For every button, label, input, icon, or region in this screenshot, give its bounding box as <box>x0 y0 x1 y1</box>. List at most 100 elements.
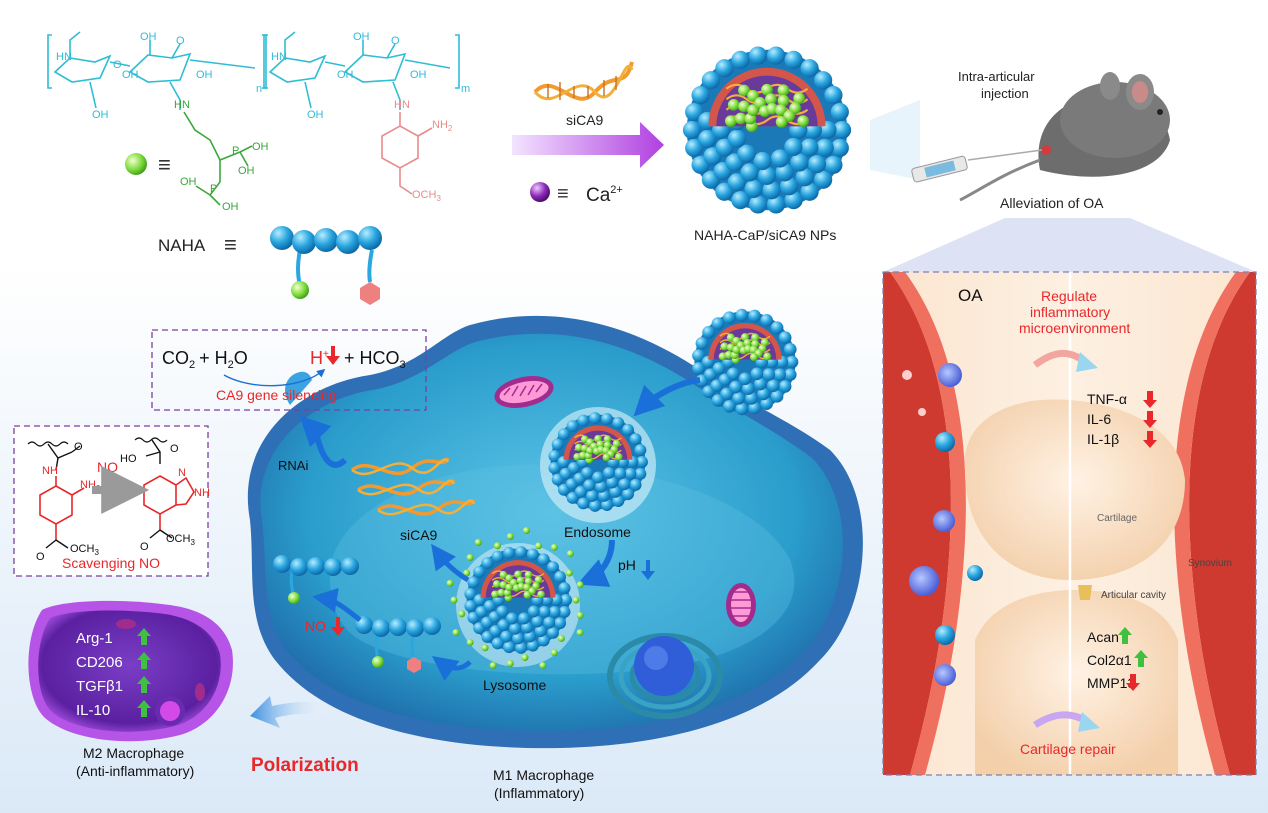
naha-polymer-structure: HN OH OH O OH O OH n HN OH OH OH O OH m … <box>47 31 470 213</box>
nanoparticle-label: NAHA-CaP/siCA9 NPs <box>694 227 836 243</box>
scav-o-1: O <box>74 441 83 453</box>
chem-oh-11: OH <box>222 201 239 213</box>
cartilage-marker-1: Col2α1 <box>1087 652 1132 668</box>
chem-oh-9: OH <box>252 141 269 153</box>
sirna-release-arrow <box>431 543 470 583</box>
injection-label-2: injection <box>981 86 1029 101</box>
scav-och3-1: OCH3 <box>70 543 99 557</box>
chem-oh-5: OH <box>337 69 354 81</box>
uptake-arrow <box>633 377 701 417</box>
m2-macrophage-cell <box>28 600 233 742</box>
polarization-arrow <box>250 696 330 728</box>
m1-label-2: (Inflammatory) <box>494 785 584 801</box>
naha-label: NAHA <box>158 236 206 255</box>
cytokine-list: TNF-αIL-6IL-1β <box>1087 391 1157 448</box>
sica9-cell-label: siCA9 <box>400 527 438 543</box>
cytokine-0: TNF-α <box>1087 391 1127 407</box>
sica9-strands-cell <box>350 456 476 516</box>
hplus-down-arrow <box>326 346 340 365</box>
scav-och3-2: OCH3 <box>166 533 195 547</box>
regulate-line-2: inflammatory <box>1030 304 1110 320</box>
regulate-line-1: Regulate <box>1041 288 1097 304</box>
rnai-label: RNAi <box>278 458 308 473</box>
hco3-label: + HCO3 <box>344 348 406 371</box>
ph-down-arrow <box>641 560 655 580</box>
chem-hn-2: HN <box>271 51 287 63</box>
chem-oh-2: OH <box>92 109 109 121</box>
chem-o-2: O <box>176 35 185 47</box>
endosome-nanoparticle <box>548 412 648 512</box>
lysosome-nanoparticle <box>464 546 572 654</box>
chem-oh-10: OH <box>238 165 255 177</box>
nanoparticle-illustration <box>682 46 852 214</box>
scav-o-4: O <box>140 541 149 553</box>
rnai-arrow <box>299 415 348 468</box>
endosome-label: Endosome <box>564 524 631 540</box>
hplus-label: H+ <box>310 348 329 368</box>
calcium-legend-icon <box>530 182 550 202</box>
scav-no-label: NO <box>97 459 118 475</box>
cartilage-marker-2: MMP13 <box>1087 675 1135 691</box>
articular-cavity-label: Articular cavity <box>1101 590 1166 601</box>
chem-p-1: P <box>232 145 239 157</box>
no-down-arrow <box>331 617 345 636</box>
chem-m-subscript: m <box>461 83 470 95</box>
m2-label-2: (Anti-inflammatory) <box>76 763 194 779</box>
equiv-symbol-1: ≡ <box>158 152 171 177</box>
scav-o-2: O <box>36 551 45 563</box>
ca9-silencing-label: CA9 gene silencing <box>216 387 337 403</box>
chem-oh-6: OH <box>307 109 324 121</box>
joint-panel-frame <box>882 271 1257 776</box>
m1-macrophage-cell <box>247 315 863 749</box>
cartilage-label: Cartilage <box>1097 513 1137 524</box>
mitochondrion-2 <box>726 583 756 627</box>
incoming-nanoparticle <box>692 308 799 416</box>
chem-och3: OCH3 <box>412 189 441 203</box>
reaction-arrow <box>223 368 326 387</box>
synovium-label: Synovium <box>1188 558 1232 569</box>
chem-oh-3: OH <box>140 31 157 43</box>
m2-marker-2: TGFβ1 <box>76 678 123 695</box>
chem-p-2: P <box>210 183 217 195</box>
endosome-to-lysosome-arrow <box>576 539 615 587</box>
equiv-symbol-2: ≡ <box>224 232 237 257</box>
oa-label: OA <box>958 286 983 305</box>
mitochondrion-1 <box>494 376 554 408</box>
cartilage-marker-0: Acan <box>1087 629 1119 645</box>
cytokine-2: IL-1β <box>1087 431 1119 447</box>
chem-n-subscript: n <box>256 83 262 95</box>
cytokine-1: IL-6 <box>1087 411 1111 427</box>
scav-ho: HO <box>120 453 137 465</box>
chem-hn-1: HN <box>56 51 72 63</box>
chem-oh-7: OH <box>353 31 370 43</box>
reaction-equation: CO2+ H2O <box>162 348 248 371</box>
chem-hn-3: HN <box>174 99 190 111</box>
naha-bead-chain-icon <box>270 226 382 305</box>
calcium-label: Ca2+ <box>586 184 623 206</box>
polarization-label: Polarization <box>251 755 359 776</box>
chem-oh-4: OH <box>196 69 213 81</box>
scav-n-1: N <box>178 467 186 479</box>
chem-oh-1: OH <box>122 69 139 81</box>
m1-label-1: M1 Macrophage <box>493 767 594 783</box>
scav-hn: NH <box>42 465 58 477</box>
m2-marker-3: IL-10 <box>76 702 110 719</box>
lysosome-released-beads <box>446 527 584 669</box>
chem-o-3: O <box>391 35 400 47</box>
m2-marker-1: CD206 <box>76 654 123 671</box>
chem-oh-12: OH <box>180 176 197 188</box>
golgi-nucleus <box>607 633 723 719</box>
np-beam <box>870 100 920 180</box>
chem-hn-4: HN <box>394 99 410 111</box>
lysosome-label: Lysosome <box>483 677 547 693</box>
projection-shape <box>883 218 1256 272</box>
chem-o-1: O <box>113 59 122 71</box>
no-scavenge-arrow <box>312 587 362 622</box>
released-polymer-2 <box>355 616 441 673</box>
scav-nh: NH <box>194 487 210 499</box>
chem-nh2: NH2 <box>432 119 453 133</box>
cartilage-repair-label: Cartilage repair <box>1020 741 1116 757</box>
